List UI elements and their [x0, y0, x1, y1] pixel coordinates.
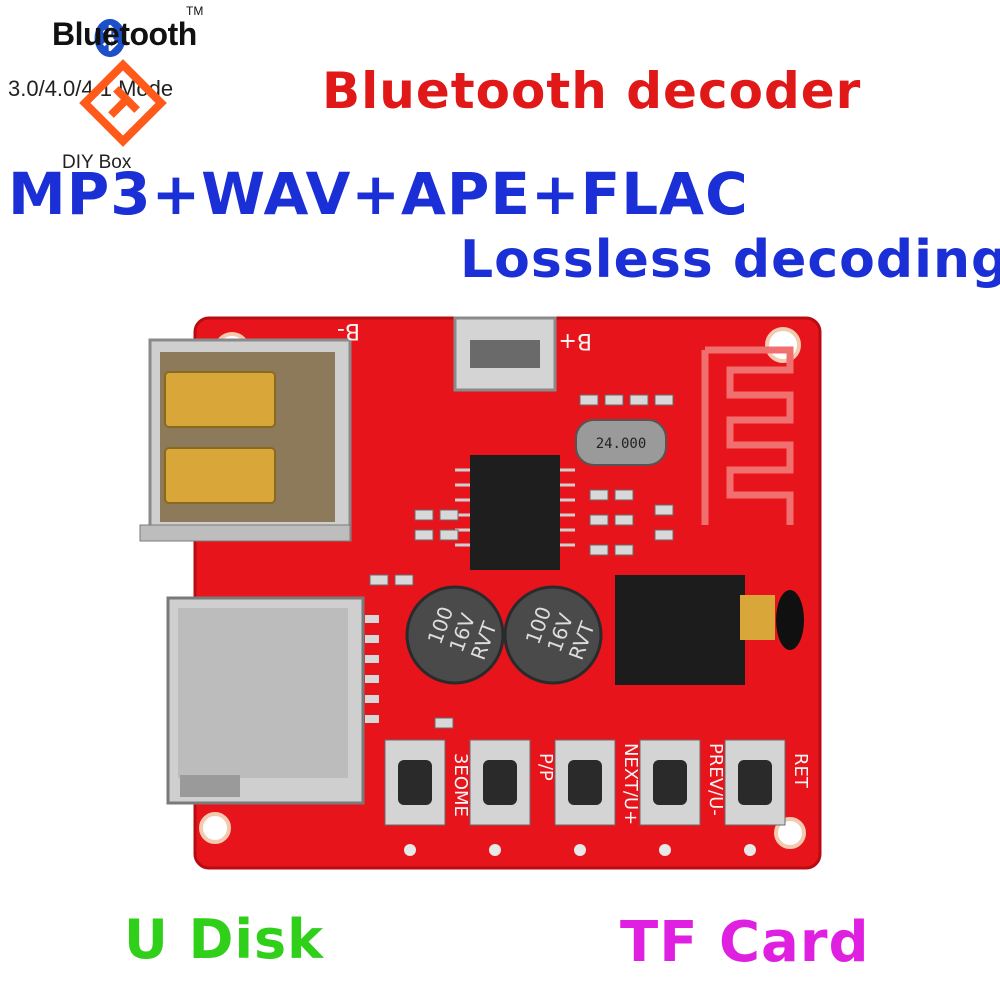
tf-card-label: TF Card	[620, 910, 870, 975]
trademark-mark: TM	[186, 4, 204, 18]
tact-button	[469, 739, 531, 826]
tf-card-slot	[166, 596, 365, 805]
capacitor: 100 16V RVT	[503, 585, 603, 685]
diy-box-label: DIY Box	[62, 152, 132, 173]
tact-button	[724, 739, 786, 826]
page-title: Bluetooth decoder	[322, 62, 862, 120]
button-label-play-pause: P/P	[535, 753, 556, 781]
tact-button	[384, 739, 446, 826]
tact-button	[639, 739, 701, 826]
formats-heading: MP3+WAV+APE+FLAC	[8, 160, 749, 228]
button-label-mode: 3EOME	[450, 753, 471, 817]
pcb-antenna	[701, 346, 794, 525]
u-disk-label: U Disk	[124, 908, 325, 971]
crystal-oscillator	[575, 419, 667, 466]
mount-hole	[774, 817, 806, 849]
button-label-next: NEXT/U+	[620, 743, 641, 825]
button-label-ret: RET	[790, 753, 811, 789]
decoder-chip	[470, 455, 560, 570]
silkscreen-b-plus: B+	[558, 328, 592, 353]
silkscreen-b-minus: B-	[337, 318, 360, 343]
tact-button	[554, 739, 616, 826]
mount-hole	[765, 327, 801, 363]
mount-hole	[199, 812, 231, 844]
usb-port	[139, 338, 352, 542]
bluetooth-icon	[94, 18, 126, 58]
bluetooth-wordmark: Bluetooth	[52, 16, 197, 52]
diy-box-logo-icon	[79, 59, 167, 147]
capacitor: 100 16V RVT	[405, 585, 505, 685]
audio-jack	[615, 575, 804, 685]
lossless-heading: Lossless decoding	[460, 230, 1000, 290]
crystal-label: 24.000	[596, 436, 647, 452]
button-label-prev: PREV/U-	[705, 743, 726, 816]
